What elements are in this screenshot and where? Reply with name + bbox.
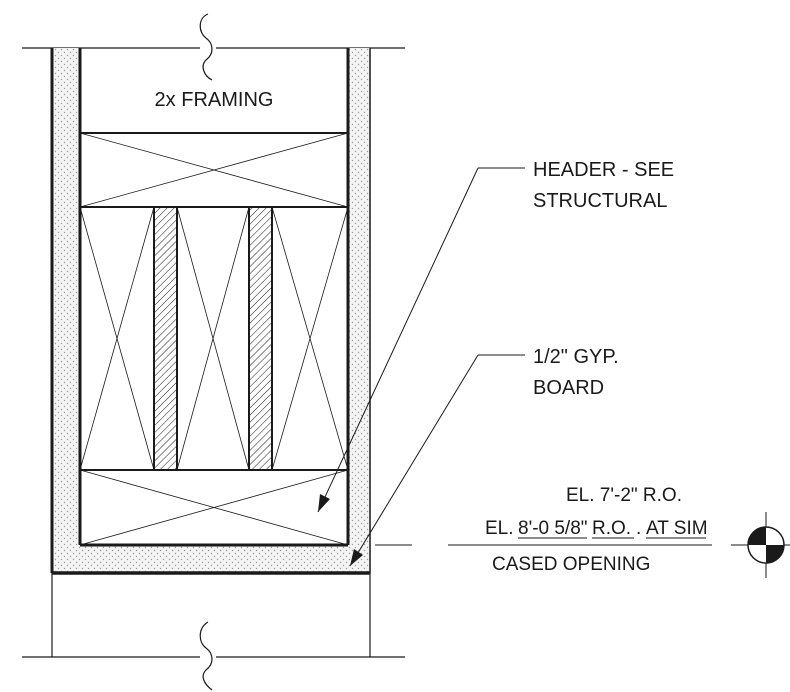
top-plate-cross (79, 132, 349, 208)
break-line-icon (199, 13, 213, 81)
gyp-leader (349, 354, 525, 567)
header-note-line1: HEADER - SEE (533, 159, 674, 181)
gyp-board-fill (52, 48, 370, 573)
elevation-line2-el: EL. (485, 518, 514, 539)
framing-outline (78, 48, 350, 547)
bottom-plate-cross (79, 469, 349, 546)
plywood-spacer-right (248, 206, 273, 471)
header-leader (317, 167, 525, 513)
break-line-icon-bottom (199, 621, 213, 691)
elevation-line2-ro: R.O. (592, 518, 631, 539)
opening-lines (22, 573, 405, 658)
elevation-line2-atsim: AT SIM (646, 518, 708, 539)
gyp-note-line2: BOARD (533, 377, 604, 399)
plywood-spacer-left (153, 206, 178, 471)
elevation-line2-dot: . (636, 518, 641, 539)
elevation-line2: EL. 8'-0 5/8" R.O. . AT SIM (485, 518, 708, 539)
elevation-line2-dim: 8'-0 5/8" (518, 518, 588, 539)
header-note-line2: STRUCTURAL (533, 190, 667, 212)
header-leader-arrow (318, 494, 330, 512)
gyp-note-line1: 1/2" GYP. (533, 346, 619, 368)
gyp-board-outline (50, 48, 371, 575)
elevation-line3: CASED OPENING (492, 554, 650, 575)
elevation-target-icon (731, 512, 790, 578)
framing-label: 2x FRAMING (155, 89, 274, 111)
elevation-line1: EL. 7'-2" R.O. (566, 485, 682, 506)
gyp-leader-arrow (350, 549, 363, 566)
header-lumber-crosses (79, 206, 349, 471)
